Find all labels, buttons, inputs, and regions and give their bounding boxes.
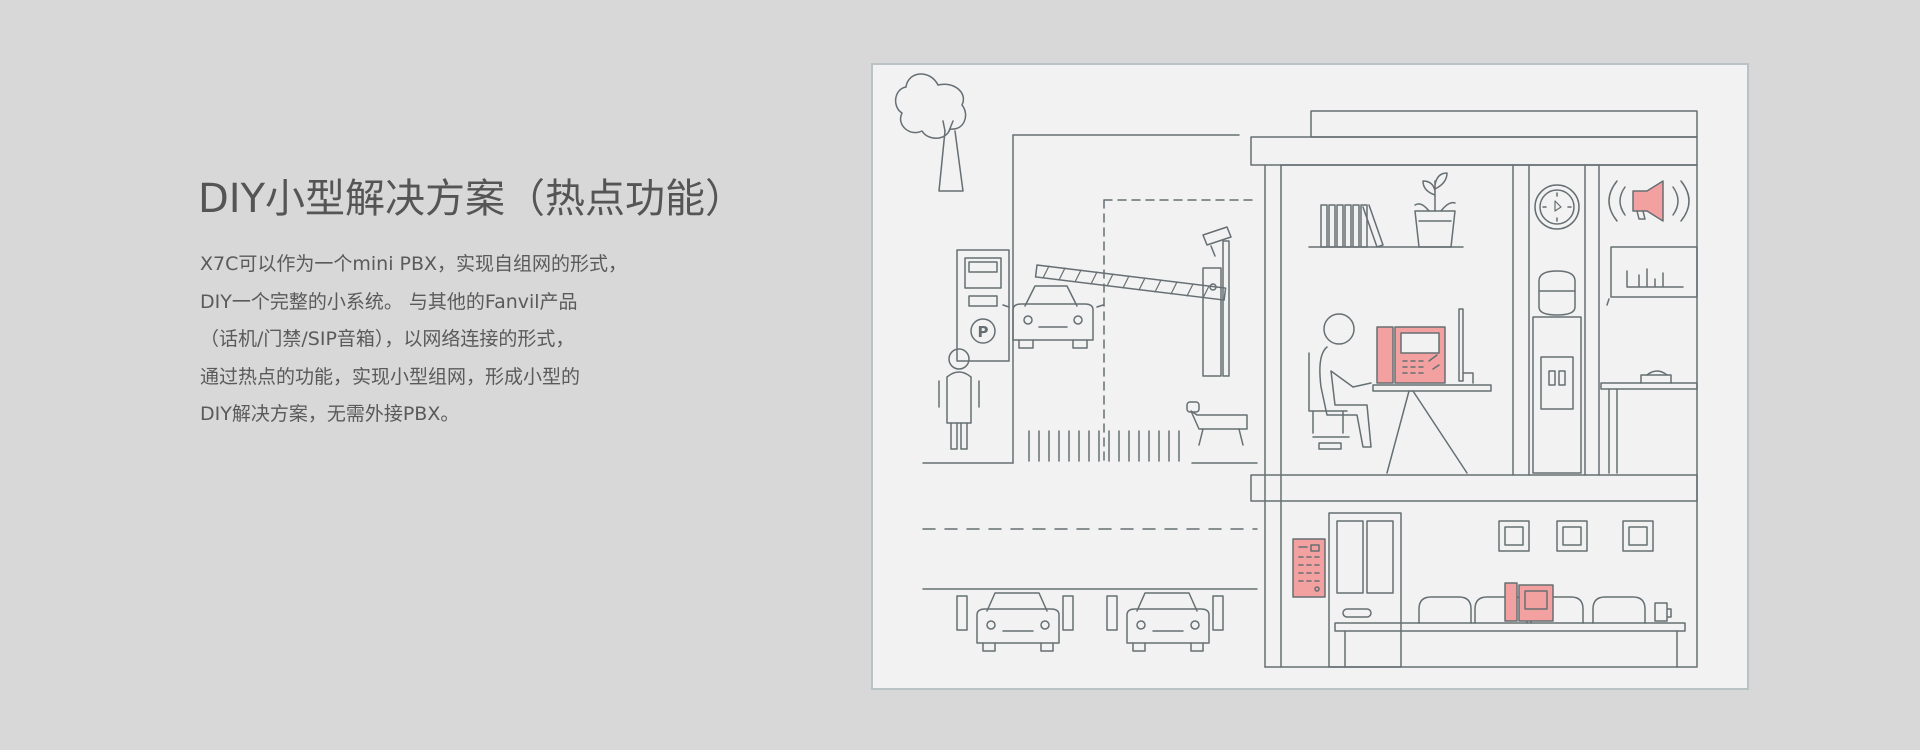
- section-description: X7C可以作为一个mini PBX，实现自组网的形式， DIY一个完整的小系统。…: [200, 246, 670, 434]
- bench-icon: [1186, 401, 1248, 446]
- window-icon: [1498, 520, 1654, 552]
- door-intercom-icon: [1292, 538, 1326, 598]
- chart-board-icon: [1606, 246, 1698, 306]
- desk-phone-icon: [1504, 582, 1554, 622]
- reception-counter-icon: [1334, 622, 1686, 668]
- sip-speaker-icon: [1608, 180, 1690, 222]
- description-line: X7C可以作为一个mini PBX，实现自组网的形式，: [200, 253, 628, 275]
- monitor-icon: [1458, 308, 1474, 384]
- water-dispenser-icon: [1532, 270, 1582, 474]
- parking-meter-icon: P: [956, 249, 1010, 362]
- office-desk-icon: [1372, 384, 1492, 474]
- barrier-gate-icon: [1034, 226, 1232, 377]
- description-line: （话机/门禁/SIP音箱），以网络连接的形式，: [200, 328, 575, 350]
- parking-sign-label: P: [978, 323, 989, 341]
- car-icon: [1002, 285, 1104, 349]
- cup-icon: [1654, 602, 1672, 622]
- parked-car-icon: [1106, 592, 1224, 652]
- office-worker-icon: [1308, 313, 1372, 450]
- door-icon: [1328, 512, 1402, 668]
- description-line: DIY解决方案，无需外接PBX。: [200, 403, 460, 425]
- parked-car-icon: [956, 592, 1074, 652]
- description-line: 通过热点的功能，实现小型组网，形成小型的: [200, 365, 581, 388]
- section-title: DIY小型解决方案（热点功能）: [198, 176, 746, 222]
- solution-illustration: P: [871, 63, 1749, 690]
- building: [1250, 110, 1698, 668]
- plant-icon: [1414, 172, 1456, 248]
- person-icon: [938, 348, 980, 450]
- ip-phone-icon: [1376, 326, 1446, 384]
- tree-icon: [894, 73, 967, 192]
- side-table-icon: [1600, 370, 1698, 474]
- street-lines: [922, 134, 1258, 590]
- clock-icon: [1534, 184, 1580, 230]
- description-line: DIY一个完整的小系统。 与其他的Fanvil产品: [200, 290, 578, 313]
- crosswalk: [1028, 430, 1180, 462]
